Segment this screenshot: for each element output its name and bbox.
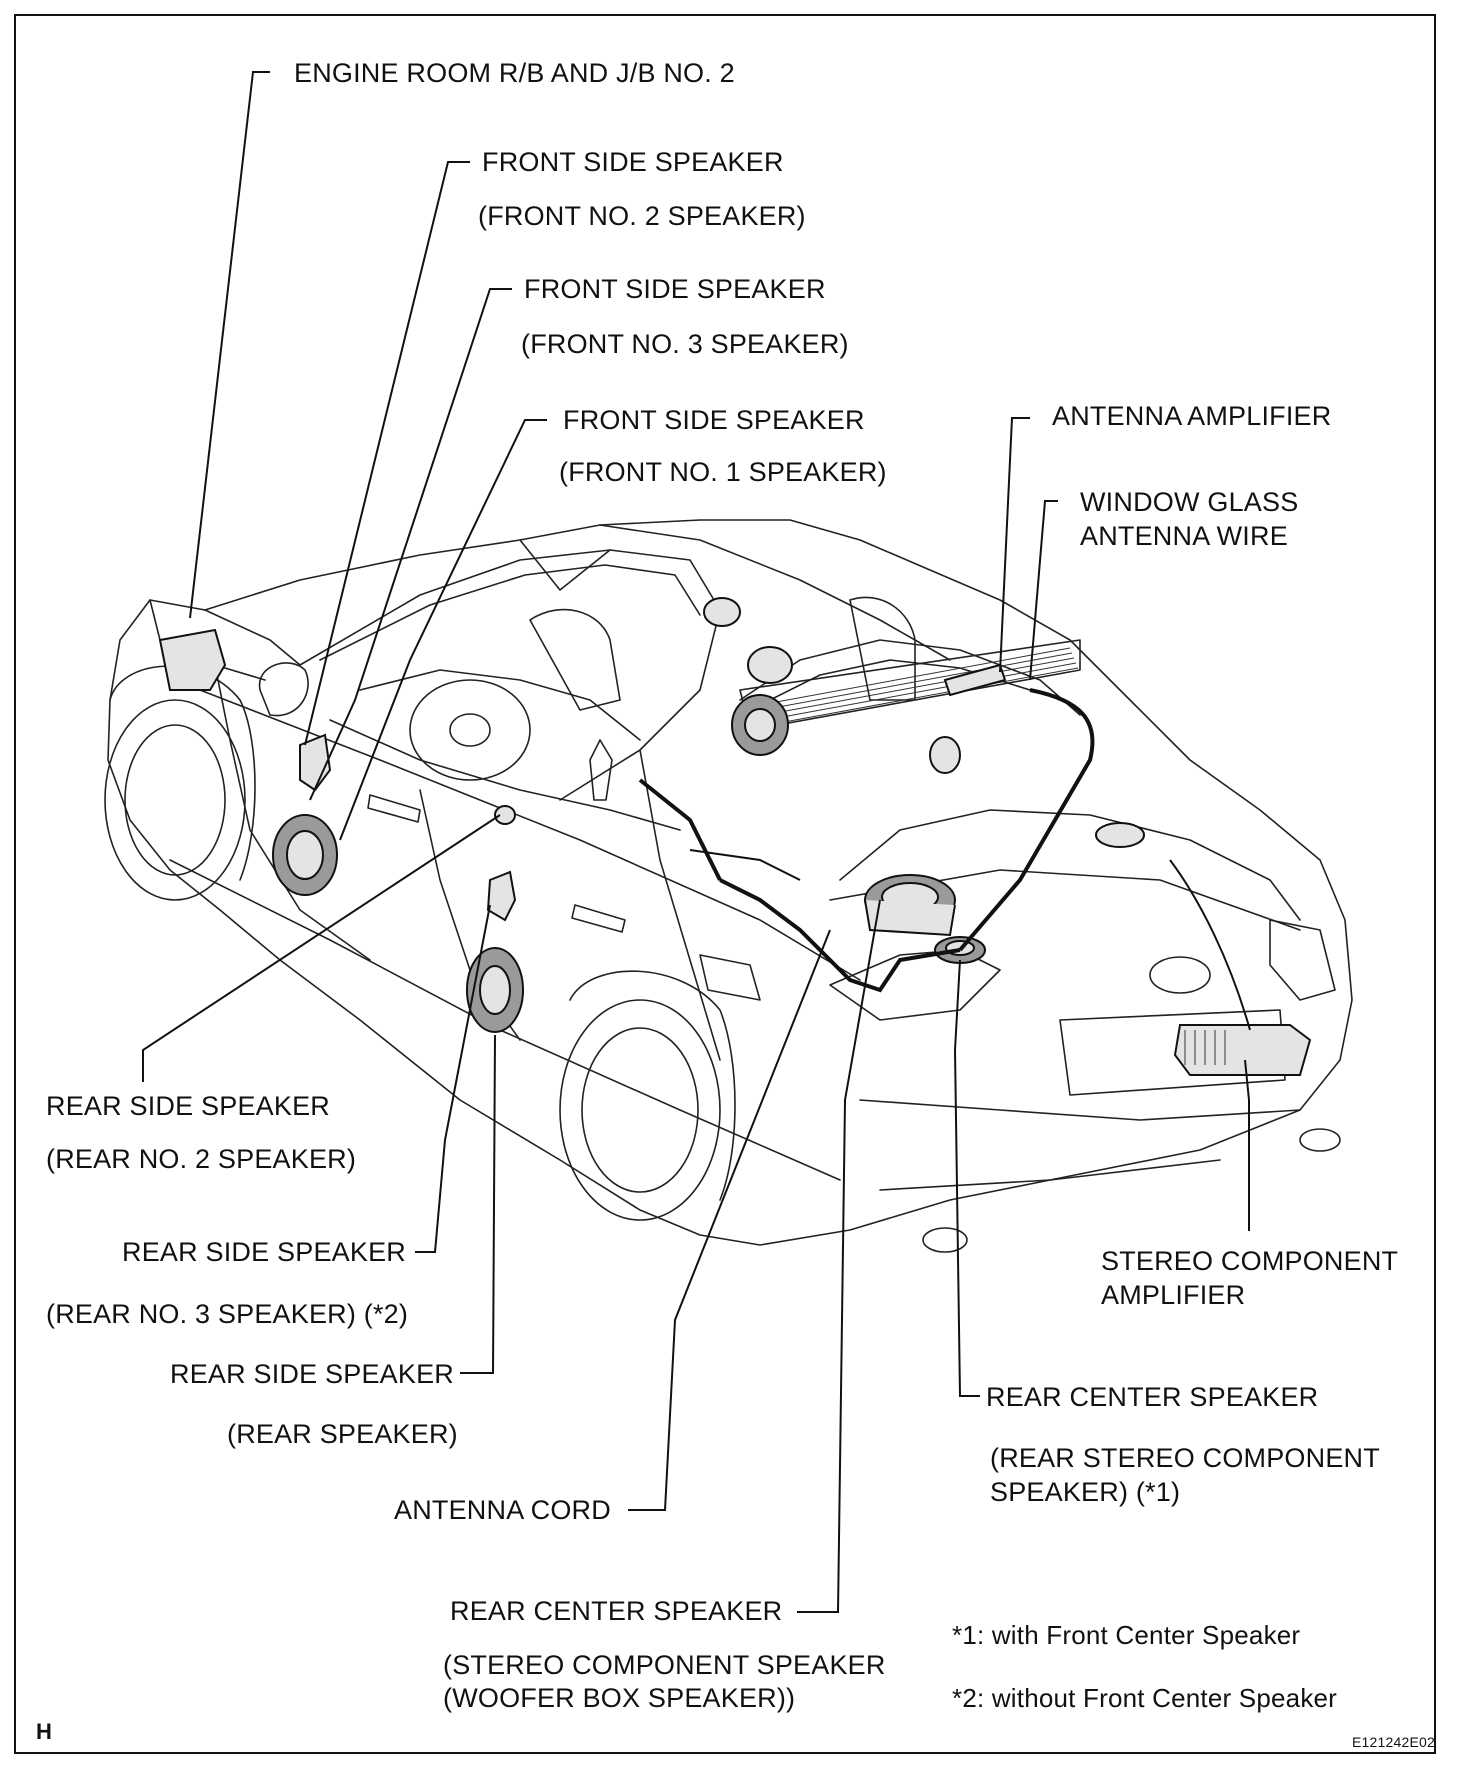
rear-no3-speaker-label: (REAR NO. 3 SPEAKER) (*2) bbox=[46, 1299, 409, 1329]
front-no2-speaker-label: (FRONT NO. 2 SPEAKER) bbox=[478, 201, 806, 231]
antenna-wire-label: ANTENNA WIRE bbox=[1080, 521, 1288, 551]
rear-speaker-label: (REAR SPEAKER) bbox=[227, 1419, 458, 1449]
front-side-speaker-label: FRONT SIDE SPEAKER bbox=[482, 147, 784, 177]
rear-stereo-speaker-label: SPEAKER) (*1) bbox=[990, 1477, 1181, 1507]
front-side-speaker-label: FRONT SIDE SPEAKER bbox=[524, 274, 826, 304]
footnote-1: *1: with Front Center Speaker bbox=[952, 1620, 1301, 1650]
rear-side-speaker-label: REAR SIDE SPEAKER bbox=[170, 1359, 454, 1389]
rear-side-speaker-label: REAR SIDE SPEAKER bbox=[46, 1091, 330, 1121]
corner-letter: H bbox=[36, 1719, 53, 1744]
figure-code: E121242E02 bbox=[1352, 1734, 1435, 1750]
antenna-amplifier-label: ANTENNA AMPLIFIER bbox=[1052, 401, 1332, 431]
leader-lines bbox=[142, 71, 1250, 1613]
diagram-border bbox=[14, 14, 1436, 1754]
engine-room-rb-jb2-label: ENGINE ROOM R/B AND J/B NO. 2 bbox=[294, 58, 735, 88]
components bbox=[158, 597, 1312, 1076]
antenna-cord-label: ANTENNA CORD bbox=[394, 1495, 611, 1525]
stereo-component-speaker-label: (STEREO COMPONENT SPEAKER bbox=[443, 1650, 886, 1680]
rear-no2-speaker-label: (REAR NO. 2 SPEAKER) bbox=[46, 1144, 357, 1174]
footnote-2: *2: without Front Center Speaker bbox=[952, 1683, 1338, 1713]
woofer-box-speaker-label: (WOOFER BOX SPEAKER)) bbox=[443, 1683, 796, 1713]
stereo-component-label: STEREO COMPONENT bbox=[1101, 1246, 1399, 1276]
rear-center-speaker-label: REAR CENTER SPEAKER bbox=[986, 1382, 1319, 1412]
amplifier-label: AMPLIFIER bbox=[1101, 1280, 1246, 1310]
front-no1-speaker-label: (FRONT NO. 1 SPEAKER) bbox=[559, 457, 887, 487]
rear-stereo-component-label: (REAR STEREO COMPONENT bbox=[990, 1443, 1380, 1473]
window-glass-label: WINDOW GLASS bbox=[1080, 487, 1299, 517]
front-no3-speaker-label: (FRONT NO. 3 SPEAKER) bbox=[521, 329, 849, 359]
rear-center-speaker-label: REAR CENTER SPEAKER bbox=[450, 1596, 783, 1626]
front-side-speaker-label: FRONT SIDE SPEAKER bbox=[563, 405, 865, 435]
rear-side-speaker-label: REAR SIDE SPEAKER bbox=[122, 1237, 406, 1267]
